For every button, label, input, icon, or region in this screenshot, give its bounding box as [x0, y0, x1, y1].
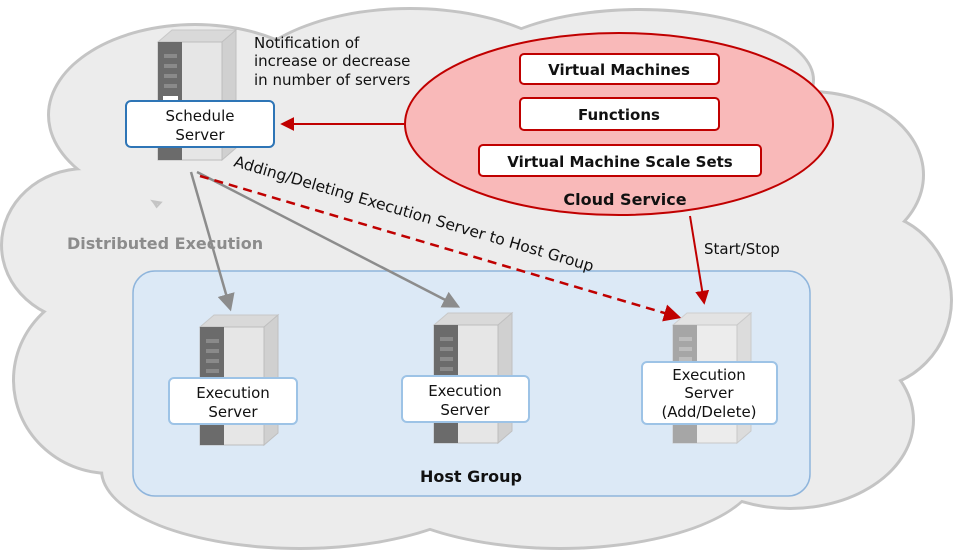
- execution-server-3-line3: (Add/Delete): [661, 403, 756, 421]
- functions-label: Functions: [578, 106, 660, 124]
- add-delete-dashed-arrow: [199, 174, 682, 322]
- execution-server-3-box: [641, 361, 778, 425]
- execution-server-2-line1: Execution: [428, 382, 502, 400]
- schedule-server-box: [125, 100, 275, 148]
- schedule-server-label-line1: Schedule: [166, 107, 235, 125]
- distributed-execution-label: Distributed Execution: [67, 234, 263, 253]
- start-stop-label: Start/Stop: [704, 240, 780, 258]
- execution-server-1-line1: Execution: [196, 384, 270, 402]
- cloud-service-title: Cloud Service: [563, 190, 686, 209]
- notification-line3: in number of servers: [254, 71, 410, 89]
- execution-server-3-line2: Server: [684, 384, 734, 402]
- execution-server-2-box: [401, 375, 530, 423]
- host-group-title: Host Group: [420, 467, 522, 486]
- execution-server-2-line2: Server: [440, 401, 490, 419]
- notification-line2: increase or decrease: [254, 52, 410, 70]
- execution-server-3-line1: Execution: [672, 366, 746, 384]
- schedule-to-exec1-arrow: [189, 171, 235, 312]
- schedule-to-exec2-arrow: [196, 170, 461, 308]
- start-stop-arrow: [689, 215, 710, 305]
- schedule-server-label-line2: Server: [175, 126, 225, 144]
- virtual-machines-label: Virtual Machines: [548, 61, 690, 79]
- cloud-service-item-vmss: Virtual Machine Scale Sets: [478, 144, 762, 177]
- notification-line1: Notification of: [254, 34, 360, 52]
- execution-server-1-line2: Server: [208, 403, 258, 421]
- cloud-service-item-functions: Functions: [519, 97, 720, 131]
- vmss-label: Virtual Machine Scale Sets: [507, 153, 733, 171]
- cloud-service-item-virtual-machines: Virtual Machines: [519, 53, 720, 85]
- execution-server-1-box: [168, 377, 298, 425]
